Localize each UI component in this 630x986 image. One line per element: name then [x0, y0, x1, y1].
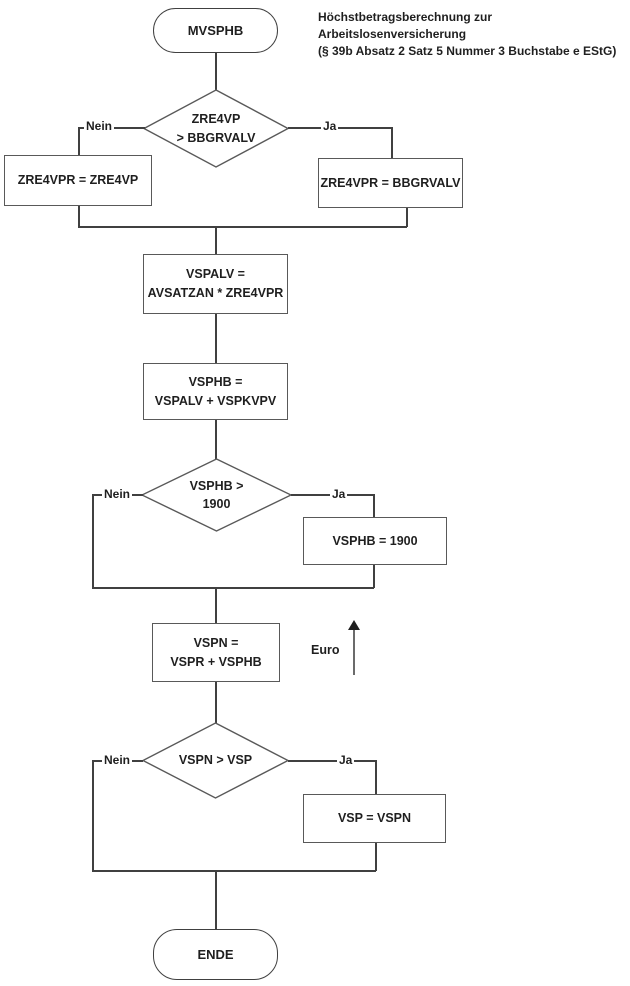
- connector-merge1-to-vspalv: [215, 226, 217, 254]
- connector-decision1-ja: [288, 127, 392, 129]
- diamond-shape-icon: [141, 458, 292, 532]
- connector-vspalv-to-vsphb: [215, 314, 217, 363]
- decision-zre4vp-bbgrvalv: ZRE4VP > BBGRVALV: [143, 89, 289, 168]
- connector-vsphb-to-decision2: [215, 420, 217, 459]
- process-vsphb-1900-label: VSPHB = 1900: [332, 533, 418, 548]
- connector-vspvspn-to-merge3: [375, 843, 377, 871]
- start-terminator: MVSPHB: [153, 8, 278, 53]
- connector-decision3-ja: [288, 760, 376, 762]
- decision-zre4vp-line2: > BBGRVALV: [176, 130, 256, 145]
- decision-vsphb-1900: VSPHB > 1900: [141, 458, 292, 532]
- connector-ja1-down: [391, 127, 393, 158]
- process-vsp-vspn: VSP = VSPN: [303, 794, 446, 843]
- decision-zre4vp-line1: ZRE4VP: [191, 112, 241, 127]
- process-vsphb-line2: VSPALV + VSPKVPV: [154, 393, 277, 408]
- connector-leftbox-to-merge1: [78, 206, 80, 227]
- process-vspalv-line1: VSPALV =: [186, 267, 245, 282]
- process-vspn-line1: VSPN =: [193, 635, 239, 650]
- process-vsphb: VSPHB = VSPALV + VSPKVPV: [143, 363, 288, 420]
- process-vsphb-line1: VSPHB =: [188, 374, 243, 389]
- process-vspn: VSPN = VSPR + VSPHB: [152, 623, 280, 682]
- process-vsp-vspn-label: VSP = VSPN: [337, 811, 412, 826]
- euro-label: Euro: [311, 643, 340, 657]
- connector-ja2-down: [373, 494, 375, 517]
- branch-label-nein-3: Nein: [102, 753, 133, 768]
- connector-nein3-down: [92, 760, 94, 871]
- connector-ja3-down: [375, 760, 377, 794]
- branch-label-nein-2: Nein: [102, 487, 133, 502]
- connector-rightbox-to-merge1: [406, 208, 408, 227]
- chart-title-line2: Arbeitslosenversicherung: [318, 26, 467, 41]
- merge-line-3: [92, 870, 376, 872]
- decision-zre4vp-text: ZRE4VP > BBGRVALV: [143, 89, 289, 168]
- process-zre4vpr-zre4vp-label: ZRE4VPR = ZRE4VP: [17, 173, 139, 188]
- chart-title-line3: (§ 39b Absatz 2 Satz 5 Nummer 3 Buchstab…: [318, 43, 617, 58]
- connector-nein2-down: [92, 494, 94, 588]
- process-zre4vpr-bbgrvalv: ZRE4VPR = BBGRVALV: [318, 158, 463, 208]
- start-terminator-label: MVSPHB: [187, 22, 244, 38]
- chart-title: Höchstbetragsberechnung zur Arbeitslosen…: [318, 9, 624, 59]
- merge-line-1: [78, 226, 407, 228]
- arrow-up-icon: [348, 620, 360, 630]
- process-vspalv: VSPALV = AVSATZAN * ZRE4VPR: [143, 254, 288, 314]
- decision-vspn-line1: VSPN > VSP: [178, 753, 253, 768]
- decision-vsphb-text: VSPHB > 1900: [141, 458, 292, 532]
- end-terminator-label: ENDE: [197, 946, 234, 962]
- decision-vspn-text: VSPN > VSP: [142, 722, 289, 799]
- branch-label-ja-3: Ja: [337, 753, 355, 768]
- process-vspalv-line2: AVSATZAN * ZRE4VPR: [147, 286, 284, 300]
- decision-vsphb-line2: 1900: [202, 497, 231, 511]
- connector-vsphb1900-to-merge2: [373, 565, 375, 588]
- connector-merge2-to-vspn: [215, 587, 217, 623]
- connector-start-to-decision1: [215, 53, 217, 90]
- connector-nein1-down: [78, 127, 80, 155]
- diamond-shape-icon: [142, 722, 289, 799]
- merge-line-2: [92, 587, 374, 589]
- branch-label-nein-1: Nein: [84, 119, 115, 134]
- end-terminator: ENDE: [153, 929, 278, 980]
- decision-vsphb-line1: VSPHB >: [189, 478, 244, 493]
- process-zre4vpr-zre4vp: ZRE4VPR = ZRE4VP: [4, 155, 152, 206]
- chart-title-line1: Höchstbetragsberechnung zur: [318, 10, 493, 24]
- process-zre4vpr-bbgrvalv-label: ZRE4VPR = BBGRVALV: [320, 175, 461, 190]
- branch-label-ja-2: Ja: [330, 487, 348, 502]
- connector-merge3-to-end: [215, 870, 217, 929]
- euro-arrow-line: [353, 630, 355, 675]
- branch-label-ja-1: Ja: [321, 119, 339, 134]
- diamond-shape-icon: [143, 89, 289, 168]
- connector-vspn-to-decision3: [215, 682, 217, 723]
- process-vspn-line2: VSPR + VSPHB: [170, 654, 262, 669]
- decision-vspn-vsp: VSPN > VSP: [142, 722, 289, 799]
- process-vsphb-1900: VSPHB = 1900: [303, 517, 447, 565]
